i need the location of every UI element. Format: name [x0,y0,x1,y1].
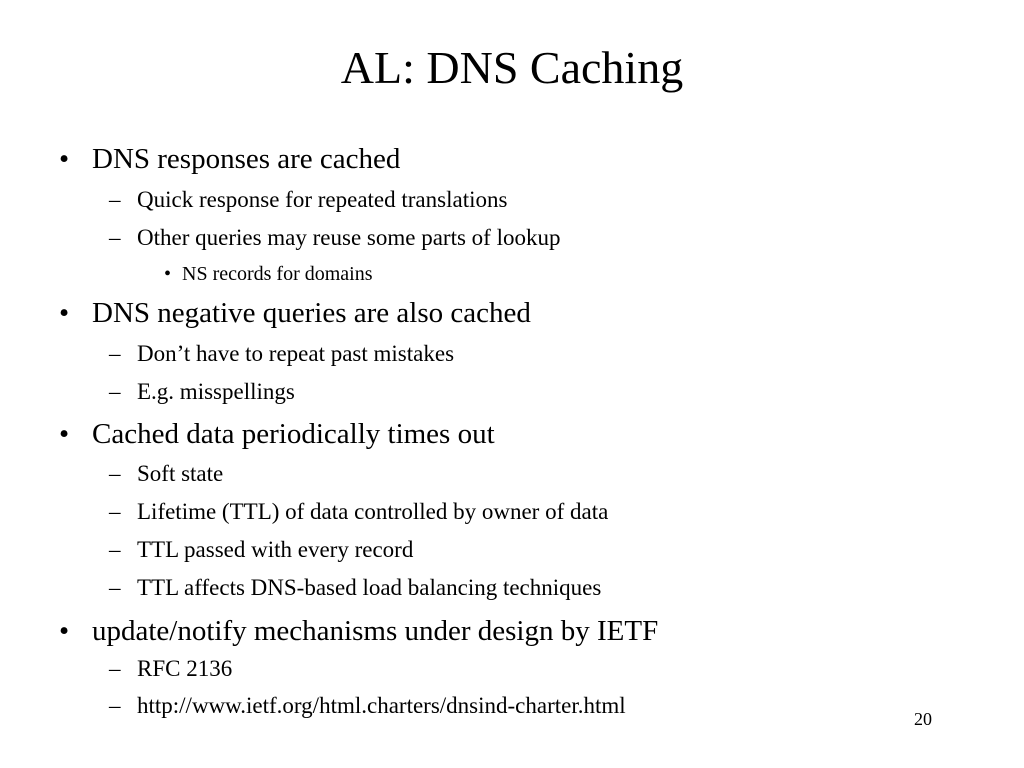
sub-bullet-text: Other queries may reuse some parts of lo… [137,225,561,250]
sub-sub-bullet-text: NS records for domains [182,263,373,285]
sub-bullet-text: Quick response for repeated translations [137,187,508,212]
dash-marker: – [109,575,121,600]
bullet-marker: • [59,143,70,175]
sub-bullet-item: – TTL affects DNS-based load balancing t… [109,574,602,602]
sub-bullet-item: – Other queries may reuse some parts of … [109,224,561,252]
sub-bullet-item: – TTL passed with every record [109,536,414,564]
dash-marker: – [109,225,121,250]
sub-bullet-text: TTL affects DNS-based load balancing tec… [137,575,602,600]
sub-bullet-item: – RFC 2136 [109,655,233,683]
dash-marker: – [109,379,121,404]
bullet-text: DNS responses are cached [92,143,401,175]
bullet-marker: • [59,418,70,450]
dash-marker: – [109,499,121,524]
sub-bullet-item: – Don’t have to repeat past mistakes [109,340,455,368]
sub-bullet-item: – Quick response for repeated translatio… [109,186,508,214]
sub-bullet-item: – E.g. misspellings [109,378,295,406]
sub-bullet-item: – http://www.ietf.org/html.charters/dnsi… [109,692,626,720]
bullet-text: Cached data periodically times out [92,418,495,450]
bullet-marker: • [164,263,172,285]
sub-bullet-text: http://www.ietf.org/html.charters/dnsind… [137,693,626,718]
page-number: 20 [914,709,932,729]
sub-sub-bullet-item: • NS records for domains [164,262,373,286]
dash-marker: – [109,461,121,486]
dash-marker: – [109,693,121,718]
sub-bullet-item: – Lifetime (TTL) of data controlled by o… [109,498,609,526]
bullet-item: • DNS negative queries are also cached [59,296,531,330]
sub-bullet-text: Soft state [137,461,224,486]
sub-bullet-text: E.g. misspellings [137,379,295,404]
dash-marker: – [109,187,121,212]
dash-marker: – [109,656,121,681]
sub-bullet-text: Lifetime (TTL) of data controlled by own… [137,499,609,524]
bullet-item: • update/notify mechanisms under design … [59,614,659,648]
bullet-item: • Cached data periodically times out [59,417,495,451]
sub-bullet-text: TTL passed with every record [137,537,414,562]
sub-bullet-text: Don’t have to repeat past mistakes [137,341,455,366]
bullet-item: • DNS responses are cached [59,142,401,176]
slide-title: AL: DNS Caching [340,42,684,93]
bullet-text: DNS negative queries are also cached [92,297,531,329]
bullet-marker: • [59,615,70,647]
sub-bullet-text: RFC 2136 [137,656,233,681]
bullet-text: update/notify mechanisms under design by… [92,615,659,647]
bullet-marker: • [59,297,70,329]
dash-marker: – [109,341,121,366]
dash-marker: – [109,537,121,562]
sub-bullet-item: – Soft state [109,460,224,488]
